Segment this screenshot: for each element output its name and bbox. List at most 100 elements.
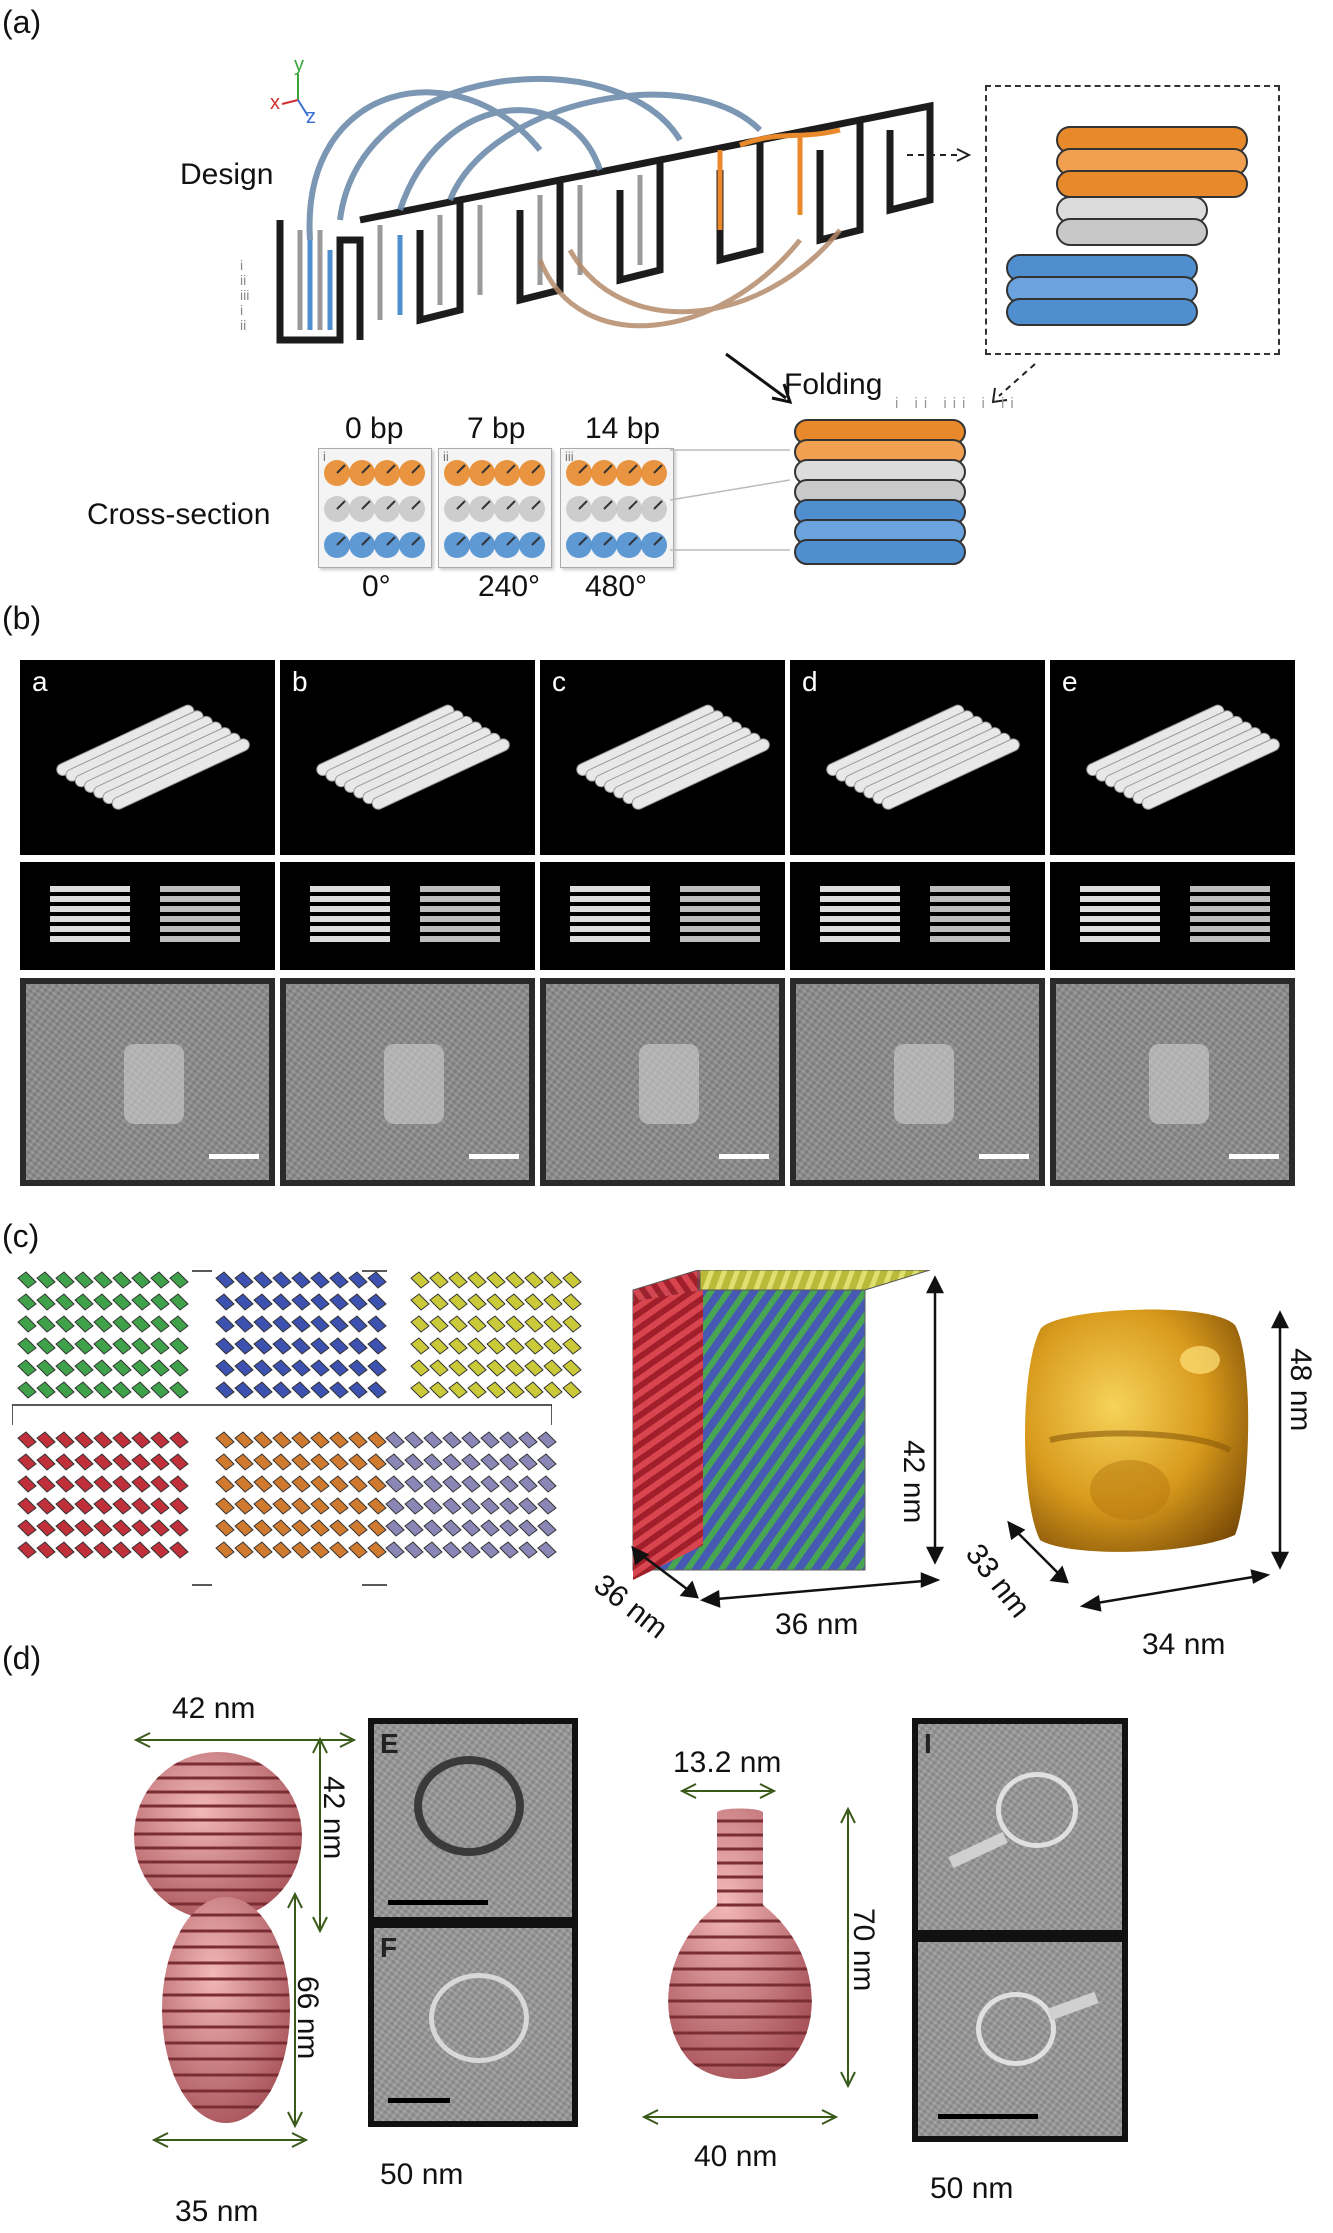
scale-bar bbox=[388, 2098, 450, 2103]
axis-z-label: z bbox=[306, 106, 316, 128]
face-svg bbox=[215, 1431, 387, 1559]
ellipsoid-width-arrow bbox=[151, 2132, 309, 2148]
cube-face-helices bbox=[405, 1270, 585, 1410]
cross-section-card: ii bbox=[438, 448, 552, 568]
schematic-svg bbox=[570, 886, 760, 942]
panel-b-letter: (b) bbox=[2, 600, 42, 636]
particle bbox=[893, 1044, 954, 1124]
cross-section-label: Cross-section bbox=[87, 498, 271, 531]
flask-height-label: 70 nm bbox=[847, 1908, 880, 1992]
origami-schematic-tile bbox=[280, 862, 535, 970]
cube-face-red bbox=[633, 1290, 703, 1580]
folding-arrow bbox=[725, 352, 793, 405]
panel-a-letter: (a) bbox=[2, 4, 42, 40]
folding-label: Folding bbox=[784, 368, 883, 401]
dna-ellipsoid bbox=[160, 1895, 292, 2125]
scale-bar bbox=[938, 2114, 1038, 2119]
axis-triad: y x z bbox=[268, 54, 328, 130]
cube-height-label: 42 nm bbox=[897, 1440, 930, 1524]
origami-render-tile: d bbox=[790, 660, 1045, 855]
tile-letter: c bbox=[552, 666, 566, 697]
particle bbox=[123, 1044, 184, 1124]
face-svg bbox=[385, 1431, 557, 1559]
micrograph-e: E bbox=[368, 1718, 578, 1923]
particle bbox=[1148, 1044, 1209, 1124]
flask-neck-label: 13.2 nm bbox=[673, 1746, 782, 1779]
cube-face-helices bbox=[210, 1430, 390, 1570]
guide-lines bbox=[670, 449, 791, 551]
scale-label-left: 50 nm bbox=[380, 2158, 464, 2191]
ellipsoid-width-label: 35 nm bbox=[175, 2195, 259, 2228]
micrograph-label-e: E bbox=[380, 1728, 399, 1759]
scale-bar bbox=[719, 1154, 769, 1159]
cube-face-helices bbox=[380, 1430, 560, 1570]
scale-bar bbox=[1229, 1154, 1279, 1159]
particle-ring bbox=[414, 1756, 524, 1856]
cube-face-helices bbox=[12, 1270, 192, 1410]
roman-label: iii bbox=[943, 395, 972, 412]
ellipsoid-height-arrow bbox=[287, 1891, 303, 2129]
scale-bar bbox=[469, 1154, 519, 1159]
bundle-inset-box bbox=[985, 85, 1280, 355]
dna-sphere bbox=[132, 1750, 304, 1922]
folded-bundle bbox=[775, 400, 995, 580]
tem-micrograph-tile bbox=[790, 978, 1045, 1186]
origami-render-tile: b bbox=[280, 660, 535, 855]
ellipsoid-height-label: 66 nm bbox=[291, 1976, 324, 2060]
cube-width-label: 36 nm bbox=[775, 1608, 859, 1641]
panel-d-letter: (d) bbox=[2, 1640, 42, 1676]
cross-section-card: iii bbox=[560, 448, 674, 568]
cross-section-svg bbox=[566, 460, 667, 558]
schematic-svg bbox=[1080, 886, 1270, 942]
scaffold-design-schematic bbox=[276, 75, 934, 344]
flask-height-arrow bbox=[840, 1806, 856, 2089]
face-connector-lines bbox=[12, 1270, 552, 1586]
origami-render-tile: e bbox=[1050, 660, 1295, 855]
angle-label-240: 240° bbox=[478, 570, 541, 603]
roman-label: ii bbox=[443, 449, 449, 464]
face-svg bbox=[410, 1271, 582, 1399]
flask-width-label: 40 nm bbox=[694, 2140, 778, 2173]
tile-letter: b bbox=[292, 666, 308, 697]
scale-bar bbox=[388, 1900, 488, 1905]
roman-label: iii bbox=[240, 287, 250, 303]
origami-render-tile: c bbox=[540, 660, 785, 855]
panel-c-letter: (c) bbox=[2, 1218, 40, 1254]
tile-letter: a bbox=[32, 666, 48, 697]
face-svg bbox=[215, 1271, 387, 1399]
render-svg bbox=[826, 704, 1020, 810]
sphere-width-arrow bbox=[133, 1732, 357, 1748]
render-svg bbox=[56, 704, 250, 810]
particle-ring bbox=[429, 1973, 529, 2063]
scale-label-right: 50 nm bbox=[930, 2172, 1014, 2205]
design-label: Design bbox=[180, 158, 274, 191]
roman-label: i bbox=[895, 395, 905, 412]
micrograph-f: F bbox=[368, 1922, 578, 2127]
roman-label: ii bbox=[240, 317, 247, 333]
axis-triad-svg bbox=[281, 74, 309, 117]
render-svg bbox=[316, 704, 510, 810]
schematic-svg bbox=[820, 886, 1010, 942]
roman-label: iii bbox=[565, 449, 574, 464]
folded-bundle-svg bbox=[794, 419, 966, 565]
dna-flask bbox=[655, 1805, 825, 2095]
roman-label: i bbox=[240, 257, 244, 273]
origami-schematic-tile bbox=[540, 862, 785, 970]
roman-label: ii bbox=[914, 395, 934, 412]
bundle-inset-svg bbox=[1006, 126, 1248, 326]
render-svg bbox=[576, 704, 770, 810]
tem-micrograph-tile bbox=[540, 978, 785, 1186]
flask-width-arrow bbox=[641, 2109, 839, 2125]
tem-micrograph-tile bbox=[1050, 978, 1295, 1186]
cube-face-helices bbox=[12, 1430, 192, 1570]
tem-micrograph-tile bbox=[280, 978, 535, 1186]
axis-x-label: x bbox=[270, 92, 280, 114]
design-row-romans: i ii iii i ii bbox=[240, 258, 249, 333]
tem-micrograph-tile bbox=[20, 978, 275, 1186]
sphere-height-arrow bbox=[312, 1736, 328, 1934]
sphere-width-label: 42 nm bbox=[172, 1692, 256, 1725]
flask-neck-arrow bbox=[679, 1783, 777, 1799]
scale-bar bbox=[979, 1154, 1029, 1159]
origami-schematic-tile bbox=[790, 862, 1045, 970]
stack-romans: i ii iii i ii bbox=[895, 395, 1020, 412]
